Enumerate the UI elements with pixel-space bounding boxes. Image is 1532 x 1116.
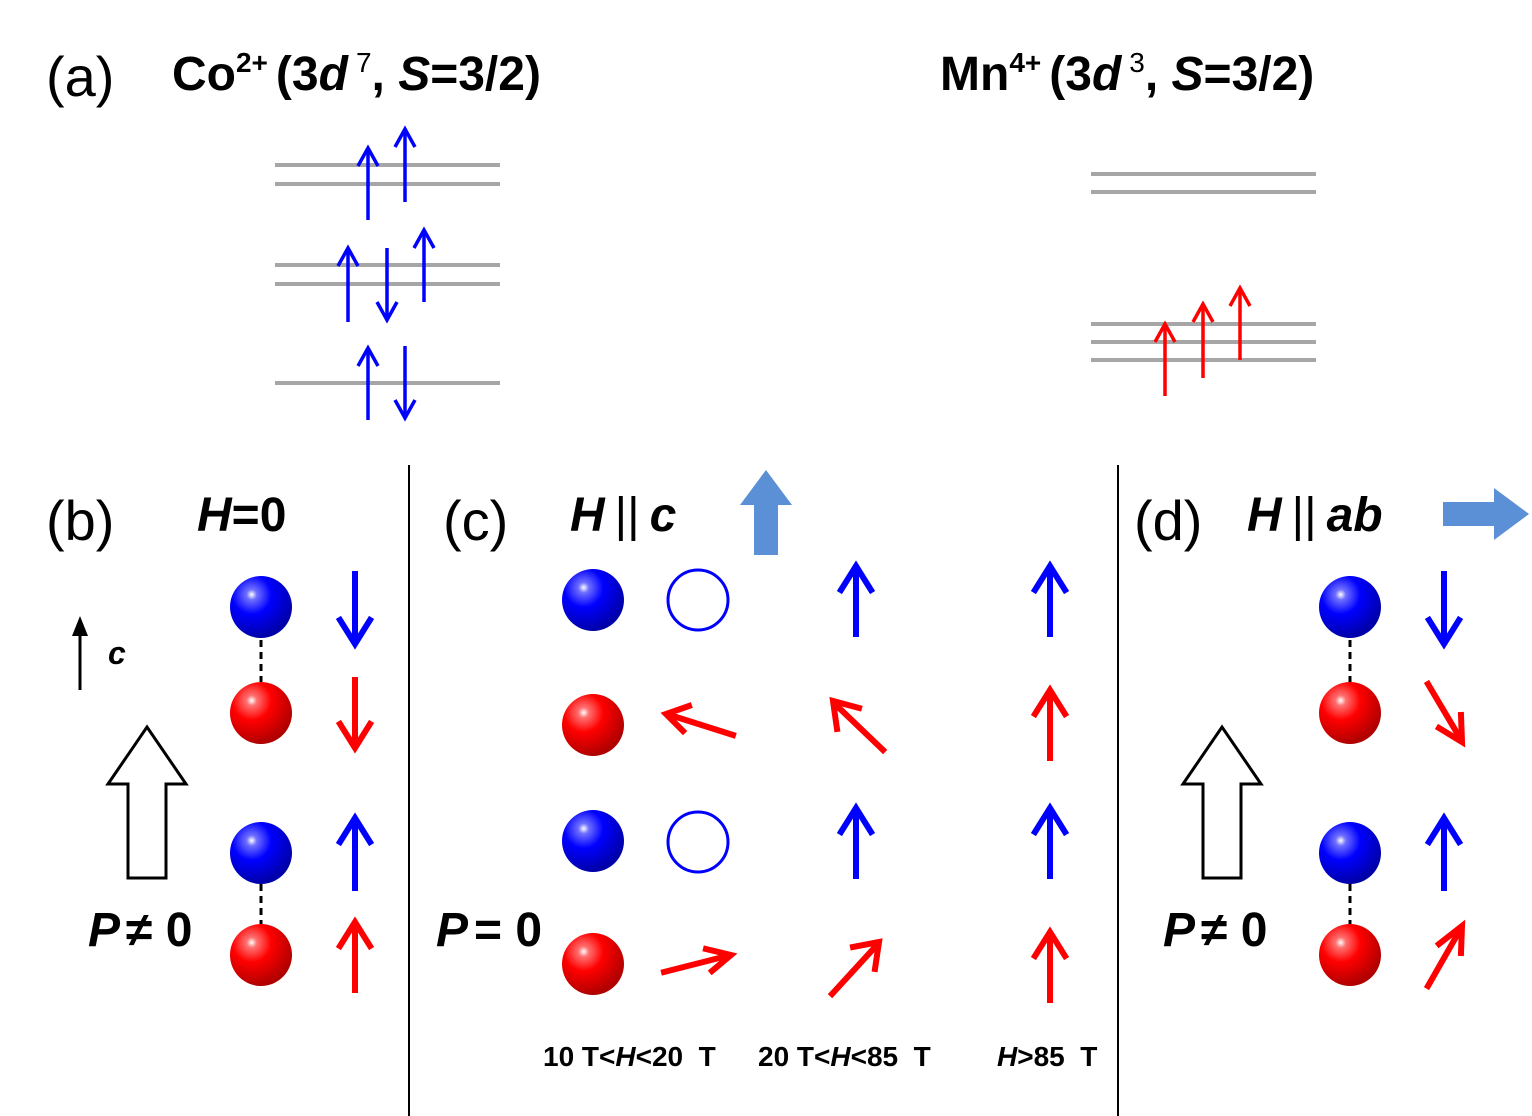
panel-b-label: (b) (46, 489, 114, 552)
moment-arrow (1030, 802, 1070, 879)
moment-arrow (829, 696, 888, 755)
panel-b-polarization-label: P≠ 0 (88, 904, 192, 957)
spin-down-arrow (375, 248, 399, 324)
panel-c-field-condition: H||c (570, 489, 676, 542)
moment-arrow (335, 677, 375, 754)
panel-c: (c) H||c P= 0 10 T<H<20 T 20 T<H<85 T H>… (436, 470, 1097, 1072)
mn-ion-sphere (1319, 924, 1381, 986)
moment-arrow (1423, 919, 1466, 991)
moment-arrow (1423, 679, 1466, 748)
panel-c-label: (c) (443, 489, 508, 552)
field-direction-arrow-up (740, 470, 792, 555)
panel-c-polarization-label: P= 0 (436, 904, 542, 957)
moment-arrow (335, 571, 375, 650)
field-range-label-high: H>85 T (997, 1041, 1097, 1072)
moment-arrow (1030, 926, 1070, 1003)
spin-up-arrow (412, 226, 436, 302)
spin-up-arrow (393, 125, 417, 202)
co-ion-sphere (230, 576, 292, 638)
field-direction-arrow-right (1443, 488, 1529, 540)
moment-arrow (335, 916, 375, 993)
moment-arrow (335, 812, 375, 891)
spin-up-arrow (1153, 320, 1177, 396)
spin-up-arrow (336, 244, 360, 322)
mn-ion-sphere (230, 924, 292, 986)
polarization-arrow (105, 724, 189, 880)
co-ion-sphere (1319, 822, 1381, 884)
moment-arrow (1424, 571, 1464, 650)
mn-electron-spins (1153, 284, 1252, 396)
moment-arrow (660, 945, 738, 976)
spin-up-arrow (356, 144, 380, 220)
c-axis-indicator: c (72, 616, 126, 690)
spin-down-arrow (393, 346, 417, 422)
c-axis-label: c (108, 635, 126, 671)
co-ion-sphere (562, 810, 624, 872)
panel-d: (d) H||ab P≠ 0 (1134, 488, 1529, 991)
panel-d-label: (d) (1134, 489, 1202, 552)
co-ion-sphere (1319, 576, 1381, 638)
moment-arrow (660, 702, 737, 739)
co-moment-zero-circle (666, 810, 730, 874)
co-ion-sphere (562, 569, 624, 631)
mn-ion-sphere (562, 933, 624, 995)
spin-up-arrow (1228, 284, 1252, 360)
polarization-arrow (1180, 724, 1264, 880)
field-range-label-low: 10 T<H<20 T (543, 1041, 716, 1072)
panel-b: (b) H=0 c P≠ 0 (46, 489, 375, 993)
moment-arrow (836, 560, 876, 637)
co-electron-spins (336, 125, 436, 422)
panel-a-label: (a) (46, 45, 114, 108)
panel-d-field-condition: H||ab (1247, 489, 1383, 542)
co-ion-sphere (230, 822, 292, 884)
spin-up-arrow (1191, 300, 1215, 378)
panel-d-polarization-label: P≠ 0 (1163, 904, 1267, 957)
spin-up-arrow (356, 344, 380, 420)
field-range-label-mid: 20 T<H<85 T (758, 1041, 931, 1072)
mn-ion-sphere (230, 682, 292, 744)
moment-arrow (827, 938, 883, 999)
mn-ion-sphere (562, 694, 624, 756)
moment-arrow (1424, 812, 1464, 891)
panel-b-field-condition: H=0 (197, 489, 286, 542)
moment-arrow (1030, 684, 1070, 761)
co-moment-zero-circle (666, 568, 730, 632)
mn-ion-sphere (1319, 682, 1381, 744)
moment-arrow (1030, 560, 1070, 637)
moment-arrow (836, 802, 876, 879)
